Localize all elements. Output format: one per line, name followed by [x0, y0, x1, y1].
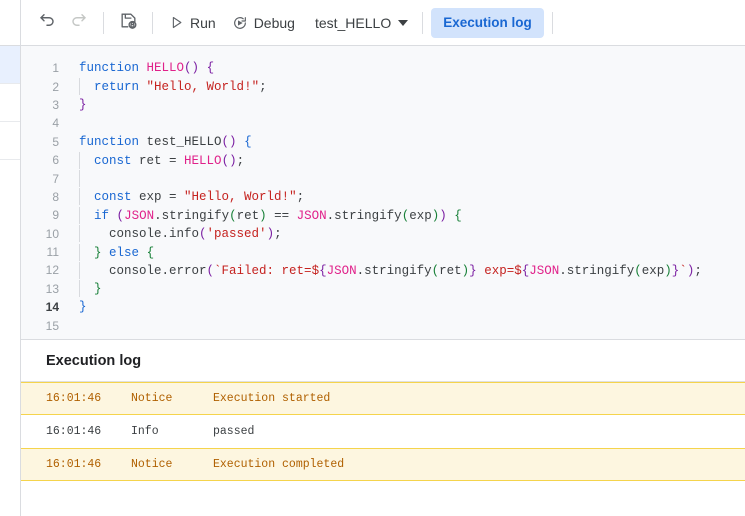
log-level: Info: [131, 425, 159, 438]
log-row[interactable]: 16:01:46 Notice Execution completed: [21, 448, 745, 481]
log-level: Notice: [131, 392, 173, 405]
execution-log-title: Execution log: [21, 340, 745, 382]
code-line: 12 console.error(`Failed: ret=${JSON.str…: [21, 261, 745, 279]
log-row[interactable]: 16:01:46 Info passed: [21, 415, 745, 448]
chevron-down-icon: [398, 19, 409, 26]
code-line: 4: [21, 114, 745, 132]
code-line-text[interactable]: } else {: [67, 243, 154, 261]
code-line: 6 const ret = HELLO();: [21, 151, 745, 169]
execution-log-toggle-label: Execution log: [443, 15, 532, 30]
code-line-text[interactable]: console.info('passed');: [79, 225, 282, 243]
debug-icon: [232, 15, 248, 31]
code-line: 3 }: [21, 96, 745, 114]
line-number: 11: [46, 245, 59, 260]
execution-log-empty-space: [21, 481, 745, 516]
undo-button[interactable]: [31, 7, 63, 39]
log-row[interactable]: 16:01:46 Notice Execution started: [21, 382, 745, 415]
code-line: 10 console.info('passed');: [21, 225, 745, 243]
code-line-text[interactable]: }: [67, 280, 102, 298]
sidebar-rail-header: [0, 0, 20, 46]
code-line: 7: [21, 169, 745, 188]
line-number-current: 14: [45, 300, 59, 315]
sidebar-rail-item-selected[interactable]: [0, 46, 20, 84]
code-line-text[interactable]: return "Hello, World!";: [67, 78, 267, 96]
play-icon: [169, 15, 184, 30]
code-line: 9 if (JSON.stringify(ret) == JSON.string…: [21, 206, 745, 224]
run-button-label: Run: [190, 14, 216, 31]
line-number: 1: [52, 61, 59, 76]
save-project-button[interactable]: [112, 7, 144, 39]
redo-icon: [70, 11, 88, 34]
code-line-text[interactable]: }: [79, 97, 87, 112]
toolbar-divider-1: [103, 11, 104, 34]
line-number: 9: [52, 208, 59, 223]
code-editor[interactable]: 1 function HELLO() { 2 return "Hello, Wo…: [21, 46, 745, 340]
log-level: Notice: [131, 458, 173, 471]
execution-log-panel: Execution log 16:01:46 Notice Execution …: [21, 340, 745, 516]
line-number: 3: [52, 97, 59, 112]
redo-button[interactable]: [63, 7, 95, 39]
log-message: Execution completed: [213, 458, 345, 471]
line-number: 12: [45, 263, 59, 278]
save-project-icon: [119, 11, 138, 35]
toolbar-divider-2: [152, 11, 153, 34]
debug-button-label: Debug: [253, 14, 295, 31]
line-number: 7: [52, 171, 59, 186]
toolbar-divider-4: [551, 11, 553, 34]
undo-icon: [38, 11, 56, 34]
function-select-value: test_HELLO: [314, 14, 392, 31]
log-message: passed: [213, 425, 255, 438]
log-time: 16:01:46: [46, 392, 102, 405]
code-line-text[interactable]: const exp = "Hello, World!";: [67, 188, 304, 206]
toolbar-divider-3: [422, 11, 424, 34]
log-time: 16:01:46: [46, 458, 102, 471]
run-button[interactable]: Run: [161, 7, 224, 39]
code-line-text[interactable]: if (JSON.stringify(ret) == JSON.stringif…: [67, 206, 462, 224]
code-line: 13 }: [21, 280, 745, 298]
editor-toolbar: Run Debug test_HELLO Execution log: [21, 0, 745, 46]
code-line: 8 const exp = "Hello, World!";: [21, 188, 745, 206]
code-line: 1 function HELLO() {: [21, 59, 745, 77]
code-line: 14 }: [21, 298, 745, 316]
sidebar-rail: [0, 0, 21, 516]
code-line-text[interactable]: [67, 170, 80, 188]
code-line: 5 function test_HELLO() {: [21, 133, 745, 151]
code-line: 15: [21, 316, 745, 334]
line-number: 4: [52, 116, 59, 131]
code-line-text[interactable]: const ret = HELLO();: [67, 151, 244, 169]
code-line-text[interactable]: function test_HELLO() {: [79, 134, 252, 149]
line-number: 2: [52, 79, 59, 94]
line-number: 5: [52, 134, 59, 149]
log-time: 16:01:46: [46, 425, 102, 438]
code-line-text[interactable]: }: [79, 300, 87, 315]
sidebar-rail-item[interactable]: [0, 84, 20, 122]
code-line-text[interactable]: function HELLO() {: [79, 61, 215, 76]
line-number: 8: [52, 189, 59, 204]
line-number: 13: [45, 281, 59, 296]
code-line-text[interactable]: console.error(`Failed: ret=${JSON.string…: [79, 261, 702, 279]
debug-button[interactable]: Debug: [224, 7, 303, 39]
line-number: 15: [45, 318, 59, 333]
code-line: 11 } else {: [21, 243, 745, 261]
execution-log-toggle-button[interactable]: Execution log: [431, 7, 544, 38]
code-line: 2 return "Hello, World!";: [21, 77, 745, 96]
main-column: Run Debug test_HELLO Execution log: [21, 0, 745, 516]
sidebar-rail-item[interactable]: [0, 122, 20, 160]
log-message: Execution started: [213, 392, 331, 405]
line-number: 10: [45, 226, 59, 241]
line-number: 6: [52, 153, 59, 168]
function-select[interactable]: test_HELLO: [307, 7, 414, 39]
